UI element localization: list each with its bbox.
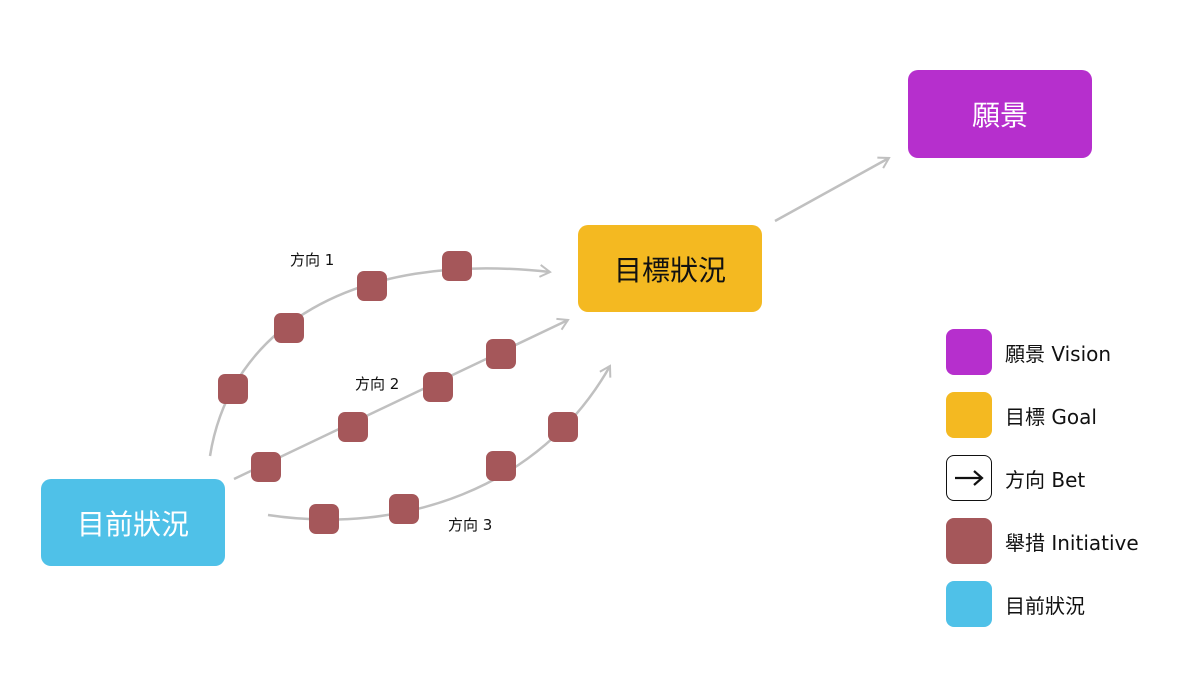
legend-label-current: 目前狀況 [1005,593,1085,618]
legend-item-initiative: 舉措 Initiative [946,517,1139,565]
direction-2-arrow [233,317,570,481]
initiative-square [442,251,472,281]
legend-label-goal: 目標 Goal [1005,404,1097,429]
initiative-square [309,504,339,534]
legend-swatch-goal [946,392,992,438]
initiative-square [486,451,516,481]
legend-item-current: 目前狀況 [946,580,1085,628]
goal-box: 目標狀況 [578,225,762,312]
vision-box: 願景 [908,70,1092,158]
initiative-square [357,271,387,301]
goal-to-vision-arrow [774,156,891,223]
vision-label: 願景 [971,99,1028,132]
direction-3-label: 方向 3 [448,516,493,534]
legend-label-initiative: 舉措 Initiative [1005,530,1139,555]
initiative-square [218,374,248,404]
direction-1-label: 方向 1 [290,251,335,269]
initiative-square [389,494,419,524]
legend-item-goal: 目標 Goal [946,391,1097,439]
initiative-square [274,313,304,343]
legend-swatch-current [946,581,992,627]
legend-swatch-initiative [946,518,992,564]
initiative-square [251,452,281,482]
current-state-label: 目前狀況 [76,507,189,541]
goal-label: 目標狀況 [613,253,726,287]
legend-item-vision: 願景 Vision [946,328,1111,376]
current-state-box: 目前狀況 [41,479,225,566]
right-arrow-icon [946,455,992,501]
legend-label-bet: 方向 Bet [1005,467,1086,492]
initiative-square [486,339,516,369]
legend-swatch-vision [946,329,992,375]
initiative-square [548,412,578,442]
direction-1-arrow [208,264,552,457]
initiative-square [423,372,453,402]
direction-2-label: 方向 2 [355,375,400,393]
initiative-square [338,412,368,442]
legend-item-bet: 方向 Bet [946,454,1085,502]
legend-label-vision: 願景 Vision [1005,341,1112,366]
